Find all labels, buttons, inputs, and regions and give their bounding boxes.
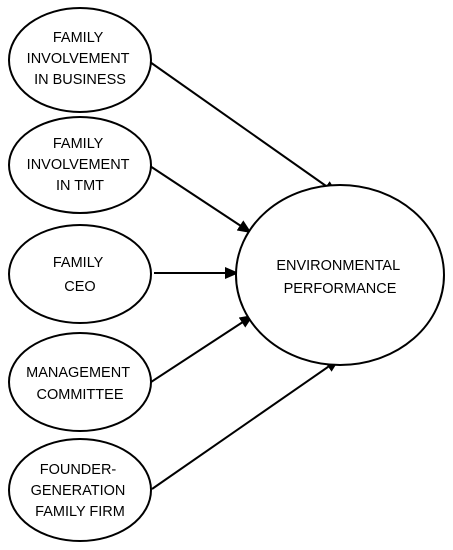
node-environmental-performance-line-2: PERFORMANCE xyxy=(284,281,397,297)
node-management-committee-line-2: COMMITTEE xyxy=(37,387,124,403)
node-environmental-performance-shape xyxy=(235,184,445,366)
node-family-involvement-tmt-shape xyxy=(8,116,152,214)
node-family-involvement-business-line-2: INVOLVEMENT xyxy=(27,51,130,67)
node-family-involvement-business: FAMILY INVOLVEMENT IN BUSINESS xyxy=(8,7,152,113)
node-management-committee-line-1: MANAGEMENT xyxy=(26,365,130,381)
node-management-committee-shape xyxy=(8,332,152,432)
node-family-involvement-business-label: FAMILY INVOLVEMENT IN BUSINESS xyxy=(27,30,134,88)
node-family-ceo: FAMILY CEO xyxy=(8,224,152,324)
node-family-involvement-tmt-line-2: INVOLVEMENT xyxy=(27,157,130,173)
node-family-involvement-business-line-3: IN BUSINESS xyxy=(34,72,126,88)
node-family-involvement-business-line-1: FAMILY xyxy=(53,30,104,46)
node-founder-generation-family-firm-label: FOUNDER- GENERATION FAMILY FIRM xyxy=(31,462,130,520)
node-family-involvement-tmt-line-3: IN TMT xyxy=(56,178,104,194)
node-founder-generation-family-firm-shape xyxy=(8,438,152,542)
node-founder-generation-family-firm-line-2: GENERATION xyxy=(31,483,126,499)
node-environmental-performance-line-1: ENVIRONMENTAL xyxy=(276,258,400,274)
edge-founder-to-performance xyxy=(151,358,340,490)
edge-business-to-performance xyxy=(149,61,338,195)
edge-tmt-to-performance xyxy=(149,165,252,234)
node-family-ceo-label: FAMILY CEO xyxy=(53,255,107,295)
node-management-committee-label: MANAGEMENT COMMITTEE xyxy=(26,365,134,403)
node-family-involvement-tmt-label: FAMILY INVOLVEMENT IN TMT xyxy=(27,136,134,194)
node-founder-generation-family-firm: FOUNDER- GENERATION FAMILY FIRM xyxy=(8,438,152,542)
node-family-ceo-line-1: FAMILY xyxy=(53,255,104,271)
node-management-committee: MANAGEMENT COMMITTEE xyxy=(8,332,152,432)
node-environmental-performance: ENVIRONMENTAL PERFORMANCE xyxy=(235,184,445,366)
node-family-involvement-tmt: FAMILY INVOLVEMENT IN TMT xyxy=(8,116,152,214)
node-family-ceo-line-2: CEO xyxy=(64,279,95,295)
node-founder-generation-family-firm-line-1: FOUNDER- xyxy=(40,462,117,478)
node-environmental-performance-label: ENVIRONMENTAL PERFORMANCE xyxy=(276,258,403,297)
node-family-involvement-tmt-line-1: FAMILY xyxy=(53,136,104,152)
node-family-involvement-business-shape xyxy=(8,7,152,113)
node-founder-generation-family-firm-line-3: FAMILY FIRM xyxy=(35,504,125,520)
edge-committee-to-performance xyxy=(147,314,254,385)
node-family-ceo-shape xyxy=(8,224,152,324)
